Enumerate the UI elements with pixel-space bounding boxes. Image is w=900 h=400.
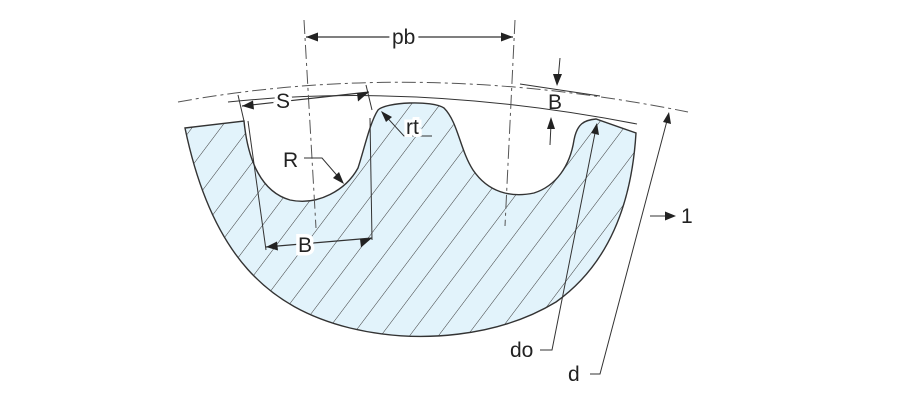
outside-diameter-line xyxy=(227,95,638,125)
label-pb: pb xyxy=(392,26,415,49)
tooth-centerline-right xyxy=(504,19,516,227)
tooth-centerline-left xyxy=(303,19,317,229)
label-do: do xyxy=(510,339,533,362)
label-rt: rt xyxy=(406,116,419,139)
pulley-body-section xyxy=(184,102,637,338)
label-b-bottom: B xyxy=(298,234,312,257)
label-r: R xyxy=(283,149,298,172)
label-b-top: B xyxy=(548,91,562,114)
pitch-line xyxy=(177,81,689,113)
label-1: 1 xyxy=(681,205,693,228)
label-d: d xyxy=(568,363,580,386)
label-s: S xyxy=(276,90,290,113)
